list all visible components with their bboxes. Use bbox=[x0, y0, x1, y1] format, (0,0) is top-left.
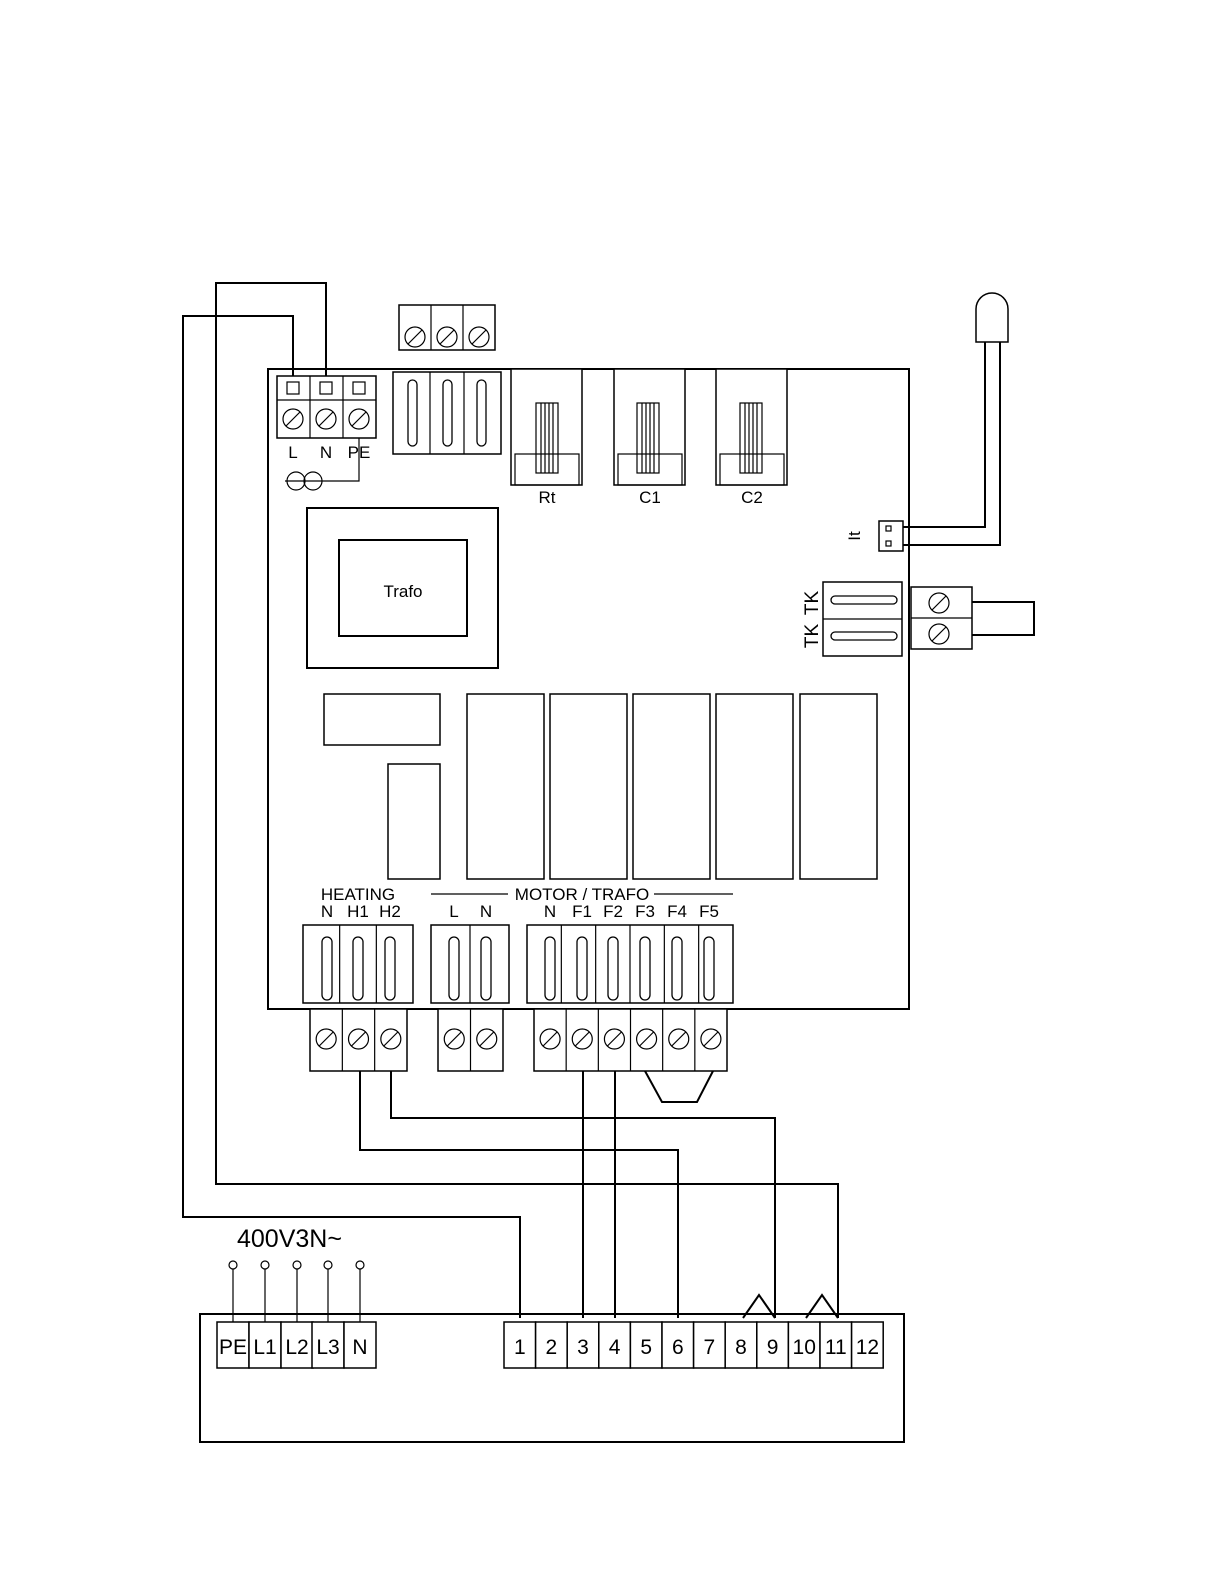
relay bbox=[550, 694, 627, 879]
control-terminal-label: 11 bbox=[825, 1336, 847, 1359]
sensor-connector-c2: C2 bbox=[716, 369, 787, 507]
sensor-label-rt: Rt bbox=[539, 488, 556, 507]
control-terminal-strip: 123456789101112 bbox=[504, 1322, 883, 1368]
control-terminal-label: 12 bbox=[856, 1336, 879, 1359]
control-terminal: 4 bbox=[599, 1322, 631, 1368]
supply-terminal-label: N bbox=[352, 1336, 367, 1359]
temperature-probe: It bbox=[845, 293, 1008, 551]
heating-label-h1: H1 bbox=[347, 902, 369, 921]
control-terminal-label: 9 bbox=[767, 1336, 779, 1359]
terminal-label-l: L bbox=[288, 443, 297, 462]
sensor-connector-label: It bbox=[845, 531, 864, 541]
control-terminal-label: 7 bbox=[704, 1336, 716, 1359]
control-terminal-label: 10 bbox=[793, 1336, 816, 1359]
heating-label-n: N bbox=[321, 902, 333, 921]
control-terminal: 8 bbox=[725, 1322, 757, 1368]
control-terminal: 12 bbox=[852, 1322, 884, 1368]
motor-label-l: L bbox=[449, 902, 458, 921]
supply-terminal-label: L1 bbox=[253, 1336, 276, 1359]
thermal-contact-label-2: TK bbox=[802, 624, 823, 649]
bridge-wire bbox=[645, 1071, 713, 1102]
fan-label-f3: F3 bbox=[635, 902, 655, 921]
fan-terminal-block bbox=[527, 925, 733, 1071]
thermal-contact-block: TK TK bbox=[802, 582, 1034, 656]
fan-label-f1: F1 bbox=[572, 902, 592, 921]
relay bbox=[800, 694, 877, 879]
control-terminal: 2 bbox=[536, 1322, 568, 1368]
thermal-contact-label-1: TK bbox=[802, 591, 823, 616]
control-terminal: 10 bbox=[788, 1322, 820, 1368]
relay bbox=[633, 694, 710, 879]
supply-terminal-label: PE bbox=[219, 1336, 247, 1359]
fan-label-f4: F4 bbox=[667, 902, 687, 921]
supply-terminal-label: L2 bbox=[285, 1336, 308, 1359]
control-terminal-label: 2 bbox=[546, 1336, 558, 1359]
control-terminal: 1 bbox=[504, 1322, 536, 1368]
control-terminal-label: 8 bbox=[735, 1336, 747, 1359]
control-terminal-label: 4 bbox=[609, 1336, 621, 1359]
top-terminal-block bbox=[393, 305, 501, 454]
control-terminal-label: 3 bbox=[577, 1336, 589, 1359]
control-terminal: 3 bbox=[567, 1322, 599, 1368]
supply-voltage-label: 400V3N~ bbox=[237, 1225, 342, 1253]
supply-terminal-label: L3 bbox=[316, 1336, 339, 1359]
control-terminal-label: 6 bbox=[672, 1336, 684, 1359]
fan-label-n: N bbox=[544, 902, 556, 921]
sensor-label-c1: C1 bbox=[639, 488, 661, 507]
control-terminal-label: 1 bbox=[514, 1336, 526, 1359]
transformer-label: Trafo bbox=[383, 582, 422, 601]
heating-label-h2: H2 bbox=[379, 902, 401, 921]
motor-terminal-block bbox=[431, 925, 509, 1071]
control-terminal: 6 bbox=[662, 1322, 694, 1368]
sensor-connector-rt: Rt bbox=[511, 369, 582, 507]
control-terminal: 7 bbox=[694, 1322, 726, 1368]
relay bbox=[467, 694, 544, 879]
fan-label-f2: F2 bbox=[603, 902, 623, 921]
relay-group bbox=[324, 694, 877, 879]
fan-label-f5: F5 bbox=[699, 902, 719, 921]
control-terminal: 11 bbox=[820, 1322, 852, 1368]
control-terminal-label: 5 bbox=[640, 1336, 652, 1359]
relay bbox=[716, 694, 793, 879]
terminal-label-n: N bbox=[320, 443, 332, 462]
motor-label-n: N bbox=[480, 902, 492, 921]
control-terminal: 5 bbox=[630, 1322, 662, 1368]
transformer: Trafo bbox=[307, 508, 498, 668]
control-terminal: 9 bbox=[757, 1322, 789, 1368]
sensor-label-c2: C2 bbox=[741, 488, 763, 507]
lower-terminal-blocks bbox=[303, 925, 733, 1071]
sensor-connector-c1: C1 bbox=[614, 369, 685, 507]
heating-terminal-block bbox=[303, 925, 413, 1071]
power-terminal-block: L N PE bbox=[277, 376, 376, 462]
